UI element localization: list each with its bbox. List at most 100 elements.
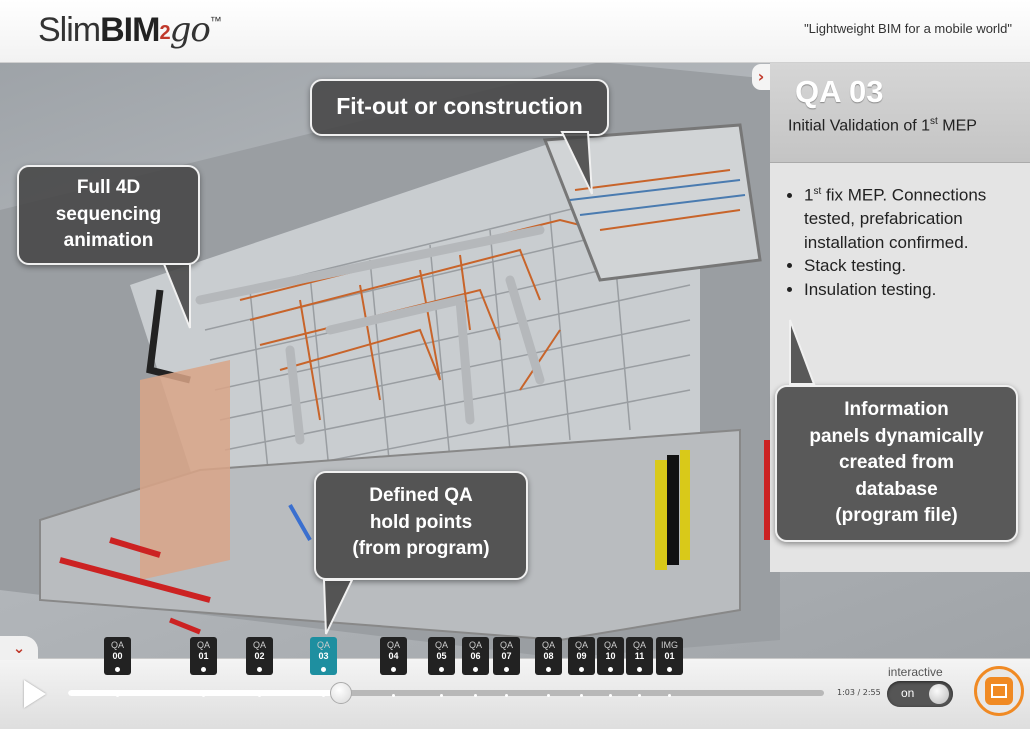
play-icon[interactable] [24, 680, 46, 708]
marker-number: 02 [254, 651, 265, 661]
film-icon[interactable] [974, 666, 1024, 716]
marker-pin [473, 667, 478, 672]
timeline-track[interactable] [68, 690, 824, 696]
marker-type: QA [574, 640, 588, 650]
marker-number: 08 [543, 651, 554, 661]
callout-line: sequencing [55, 203, 162, 225]
callout-pointer [560, 131, 593, 195]
callout-fitout: Fit-out or construction [310, 79, 609, 136]
marker-type: IMG [661, 640, 678, 650]
marker-pin [579, 667, 584, 672]
marker-type: QA [603, 640, 617, 650]
callout-line: database [855, 478, 938, 500]
marker-type: QA [386, 640, 400, 650]
marker-pin [257, 667, 262, 672]
marker-type: QA [632, 640, 646, 650]
tagline: "Lightweight BIM for a mobile world" [804, 21, 1012, 36]
marker-number: 10 [605, 651, 616, 661]
list-item: Stack testing. [804, 254, 1024, 278]
timeline-tick [547, 694, 550, 697]
chevron-right-icon: › [757, 67, 765, 86]
timeline-scrubber[interactable] [330, 682, 353, 704]
timeline-tick [392, 694, 395, 697]
timeline-tick [116, 694, 119, 697]
marker-number: 11 [634, 651, 645, 661]
timeline-tick [322, 694, 325, 697]
callout-holdpoints: Defined QA hold points (from program) [314, 471, 528, 580]
marker-pin [667, 667, 672, 672]
marker-pin [201, 667, 206, 672]
timeline-tick [258, 694, 261, 697]
callout-line: animation [63, 230, 154, 251]
callout-line: panels dynamically [809, 425, 984, 447]
marker-pin [637, 667, 642, 672]
timeline-tick [505, 694, 508, 697]
marker-type: QA [541, 640, 555, 650]
marker-pin [321, 667, 326, 672]
qa-subtitle: Initial Validation of 1st MEP [788, 116, 977, 135]
toggle-label: on [901, 686, 915, 700]
callout-pointer [162, 263, 191, 329]
interactive-toggle[interactable]: on [887, 681, 953, 707]
list-item: Insulation testing. [804, 278, 1024, 302]
marker-pin [608, 667, 613, 672]
timeline-tick [609, 694, 612, 697]
marker-pin [391, 667, 396, 672]
callout-pointer [789, 319, 816, 385]
slimbim2go-logo: SlimBIM2go™ [38, 10, 222, 50]
collapse-button[interactable]: ⌄ [0, 636, 38, 660]
callout-pointer [322, 579, 354, 635]
marker-type: QA [499, 640, 513, 650]
toggle-knob [929, 684, 949, 704]
marker-number: 04 [388, 651, 399, 661]
marker-number: 03 [318, 651, 329, 661]
marker-type: QA [316, 640, 330, 650]
marker-number: 07 [501, 651, 512, 661]
timeline-tick [474, 694, 477, 697]
panel-header: QA 03 Initial Validation of 1st MEP [770, 62, 1030, 163]
marker-type: QA [196, 640, 210, 650]
marker-type: QA [252, 640, 266, 650]
interactive-label: interactive [888, 665, 943, 679]
time-readout: 1:03 / 2:55 [837, 688, 881, 697]
marker-pin [115, 667, 120, 672]
marker-number: 05 [436, 651, 447, 661]
marker-type: QA [110, 640, 124, 650]
callout-line: hold points [369, 511, 473, 533]
app-header: SlimBIM2go™ "Lightweight BIM for a mobil… [0, 0, 1030, 63]
list-item: 1st fix MEP. Connections tested, prefabr… [804, 180, 1024, 254]
marker-type: QA [468, 640, 482, 650]
callout-line: (program file) [835, 505, 958, 526]
callout-line: created from [838, 452, 955, 473]
callout-line: Defined QA [369, 485, 473, 506]
marker-pin [504, 667, 509, 672]
marker-pin [439, 667, 444, 672]
marker-type: QA [434, 640, 448, 650]
marker-number: 00 [112, 651, 123, 661]
chevron-down-icon: ⌄ [12, 639, 26, 657]
marker-number: 01 [198, 651, 209, 661]
panel-toggle-button[interactable]: › [752, 64, 770, 90]
callout-line: (from program) [352, 538, 490, 559]
timeline-tick [580, 694, 583, 697]
marker-number: 09 [576, 651, 587, 661]
callout-sequencing: Full 4D sequencing animation [17, 165, 200, 265]
callout-info-panels: Information panels dynamically created f… [775, 385, 1018, 542]
callout-line: Full 4D [76, 177, 141, 198]
marker-number: 01 [664, 651, 675, 661]
timeline-tick [668, 694, 671, 697]
timeline-tick [202, 694, 205, 697]
